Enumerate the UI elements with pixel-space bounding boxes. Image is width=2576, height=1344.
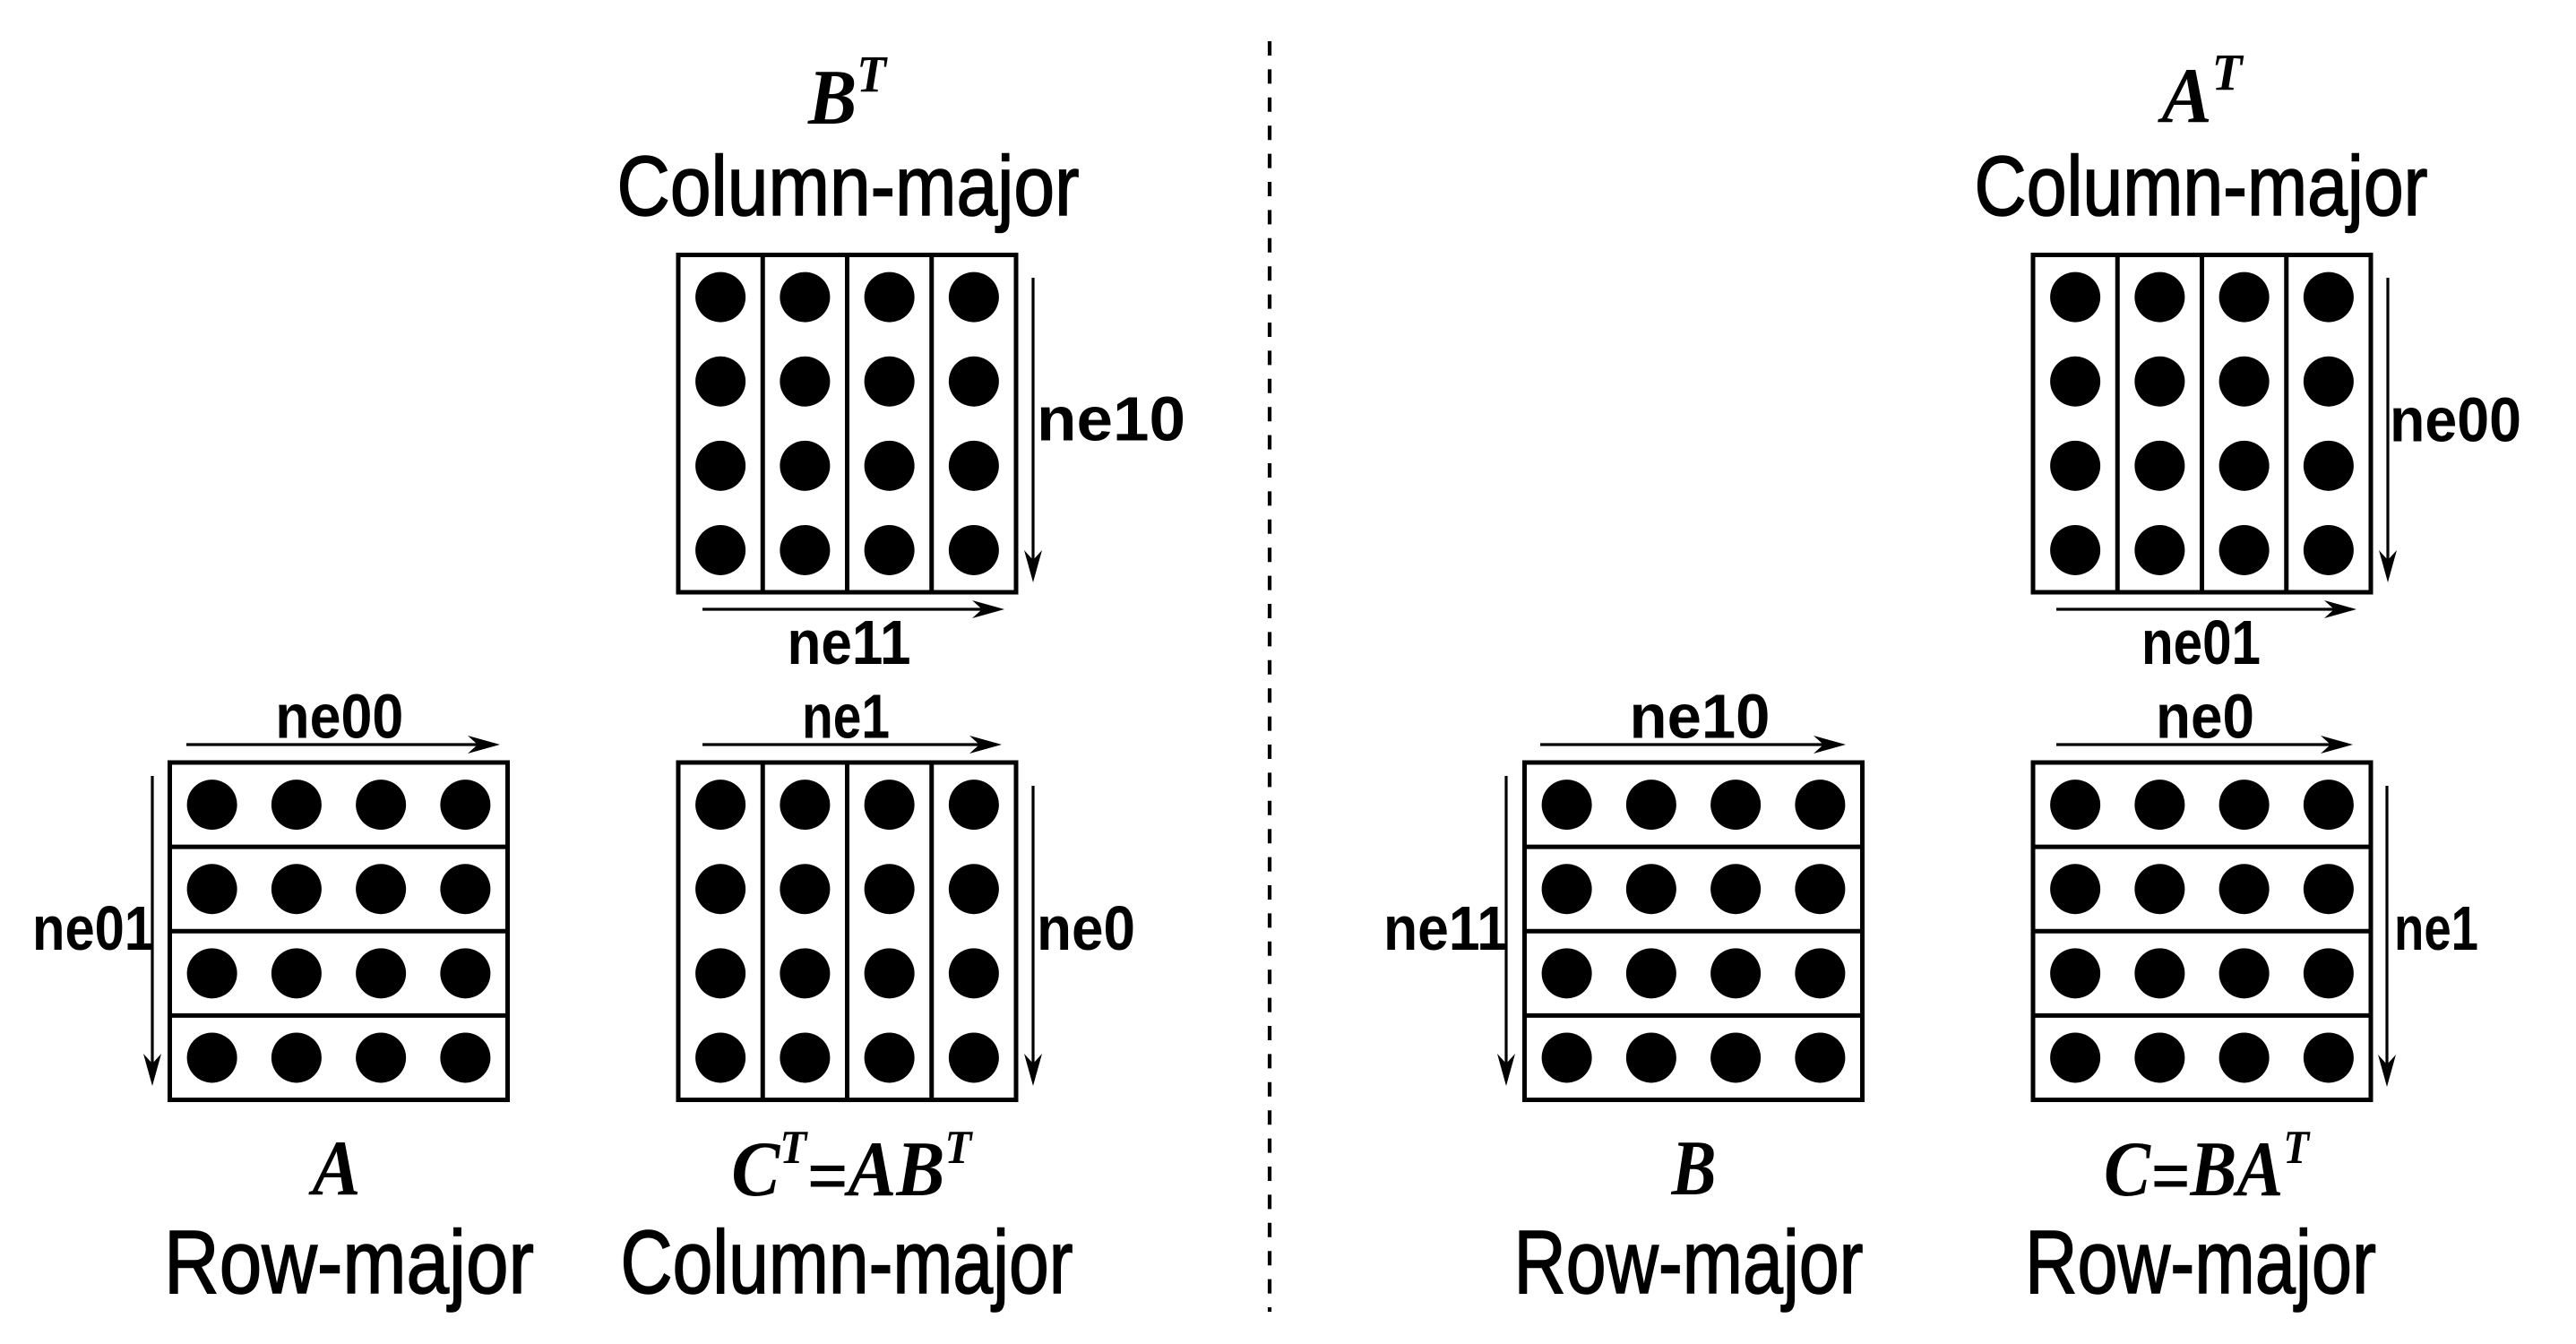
svg-text:ne11: ne11 <box>1383 893 1508 963</box>
svg-text:Row-major: Row-major <box>1514 1212 1864 1313</box>
svg-text:ne01: ne01 <box>32 893 154 963</box>
svg-text:ne01: ne01 <box>2141 607 2261 677</box>
svg-text:AT: AT <box>2158 43 2244 140</box>
svg-text:C=BAT: C=BAT <box>2104 1122 2311 1220</box>
svg-text:ne11: ne11 <box>788 607 911 677</box>
svg-text:ne10: ne10 <box>1630 682 1770 752</box>
svg-text:ne1: ne1 <box>802 682 890 752</box>
svg-text:CT=ABT: CT=ABT <box>731 1122 973 1220</box>
svg-text:ne00: ne00 <box>275 682 403 752</box>
svg-text:Row-major: Row-major <box>164 1212 534 1313</box>
svg-text:Column-major: Column-major <box>617 139 1080 234</box>
svg-text:ne0: ne0 <box>2156 682 2254 752</box>
svg-text:Column-major: Column-major <box>1975 139 2428 234</box>
svg-text:ne0: ne0 <box>1037 893 1135 963</box>
svg-text:ne1: ne1 <box>2394 893 2478 963</box>
svg-text:ne00: ne00 <box>2390 385 2521 455</box>
svg-text:B: B <box>1671 1125 1717 1212</box>
svg-text:A: A <box>308 1125 361 1212</box>
svg-text:Column-major: Column-major <box>621 1212 1073 1313</box>
svg-text:Row-major: Row-major <box>2025 1212 2376 1313</box>
svg-text:ne10: ne10 <box>1037 384 1185 454</box>
svg-text:BT: BT <box>807 45 888 142</box>
